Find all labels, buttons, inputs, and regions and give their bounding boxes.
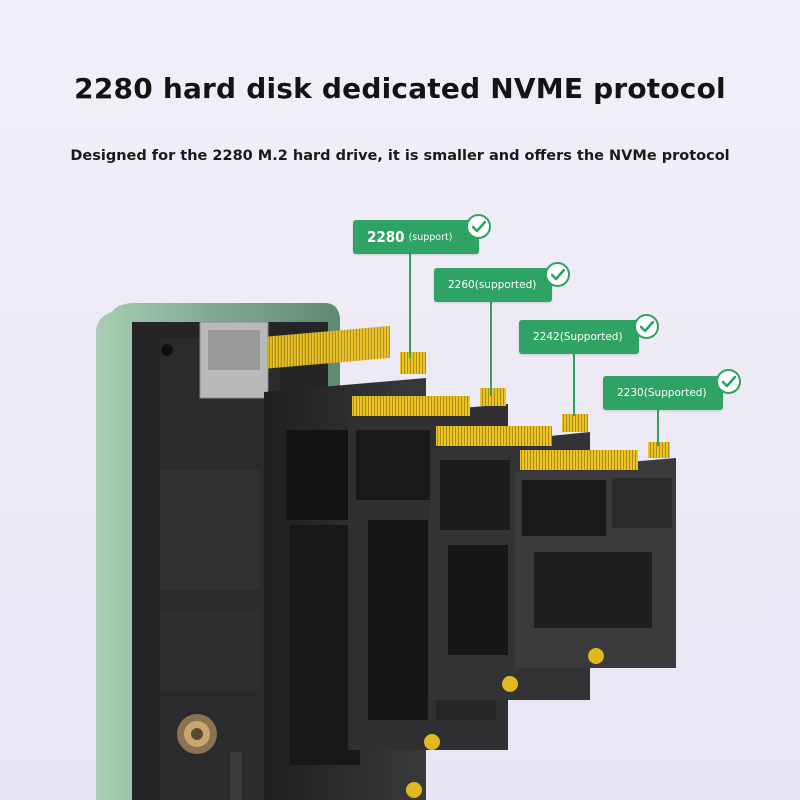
leader-line-2280 (409, 254, 411, 358)
size-tag-2280-sub: (support) (408, 231, 453, 243)
check-circle-icon (716, 369, 741, 394)
page-headline: 2280 hard disk dedicated NVME protocol (74, 72, 726, 105)
size-tag-2260-text: 2260(supported) (448, 279, 537, 291)
size-tag-2242: 2242(Supported) (519, 320, 639, 354)
size-tag-2260: 2260(supported) (434, 268, 552, 302)
leader-line-2260 (490, 302, 492, 396)
check-circle-icon (545, 262, 570, 287)
ssd-2230 (514, 442, 676, 668)
leader-line-2242 (573, 354, 575, 416)
check-circle-icon (466, 214, 491, 239)
size-tag-2280-main: 2280 (367, 228, 405, 246)
leader-line-2230 (657, 408, 659, 446)
size-tag-2242-text: 2242(Supported) (533, 331, 623, 343)
size-tag-2280: 2280 (support) (353, 220, 479, 254)
page-subheadline: Designed for the 2280 M.2 hard drive, it… (70, 148, 730, 164)
size-tag-2230-text: 2230(Supported) (617, 387, 707, 399)
size-tag-2230: 2230(Supported) (603, 376, 723, 410)
check-circle-icon (634, 314, 659, 339)
